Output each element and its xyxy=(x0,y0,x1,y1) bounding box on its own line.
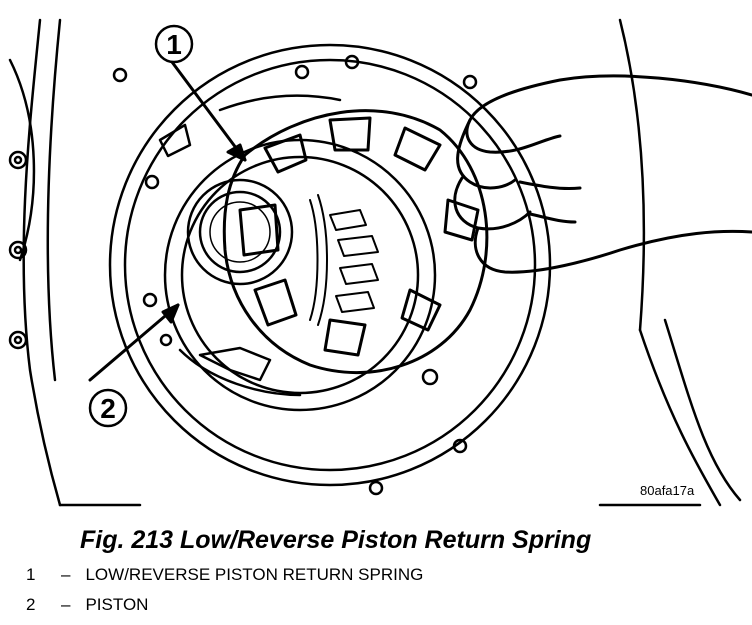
transmission-case xyxy=(8,18,742,507)
legend-item-2: 2 – PISTON xyxy=(26,595,423,625)
callout-1-number: 1 xyxy=(166,29,182,60)
legend: 1 – LOW/REVERSE PISTON RETURN SPRING 2 –… xyxy=(26,565,423,625)
return-spring-plate xyxy=(222,109,489,375)
callout-2-number: 2 xyxy=(100,393,116,424)
image-id: 80afa17a xyxy=(640,483,695,498)
callout-2 xyxy=(88,388,128,428)
legend-item-1: 1 – LOW/REVERSE PISTON RETURN SPRING xyxy=(26,565,423,595)
housing xyxy=(108,43,552,496)
legend-dash: – xyxy=(61,595,71,614)
diagram-illustration: 1 2 xyxy=(8,18,752,507)
legend-label: LOW/REVERSE PISTON RETURN SPRING xyxy=(85,565,424,584)
legend-dash: – xyxy=(61,565,71,584)
legend-number: 2 xyxy=(26,595,36,614)
figure-caption: Fig. 213 Low/Reverse Piston Return Sprin… xyxy=(80,526,592,554)
hand xyxy=(453,74,752,274)
leader-arrows xyxy=(88,60,247,382)
legend-label: PISTON xyxy=(85,595,149,614)
legend-number: 1 xyxy=(26,565,36,584)
callout-1 xyxy=(154,24,194,64)
